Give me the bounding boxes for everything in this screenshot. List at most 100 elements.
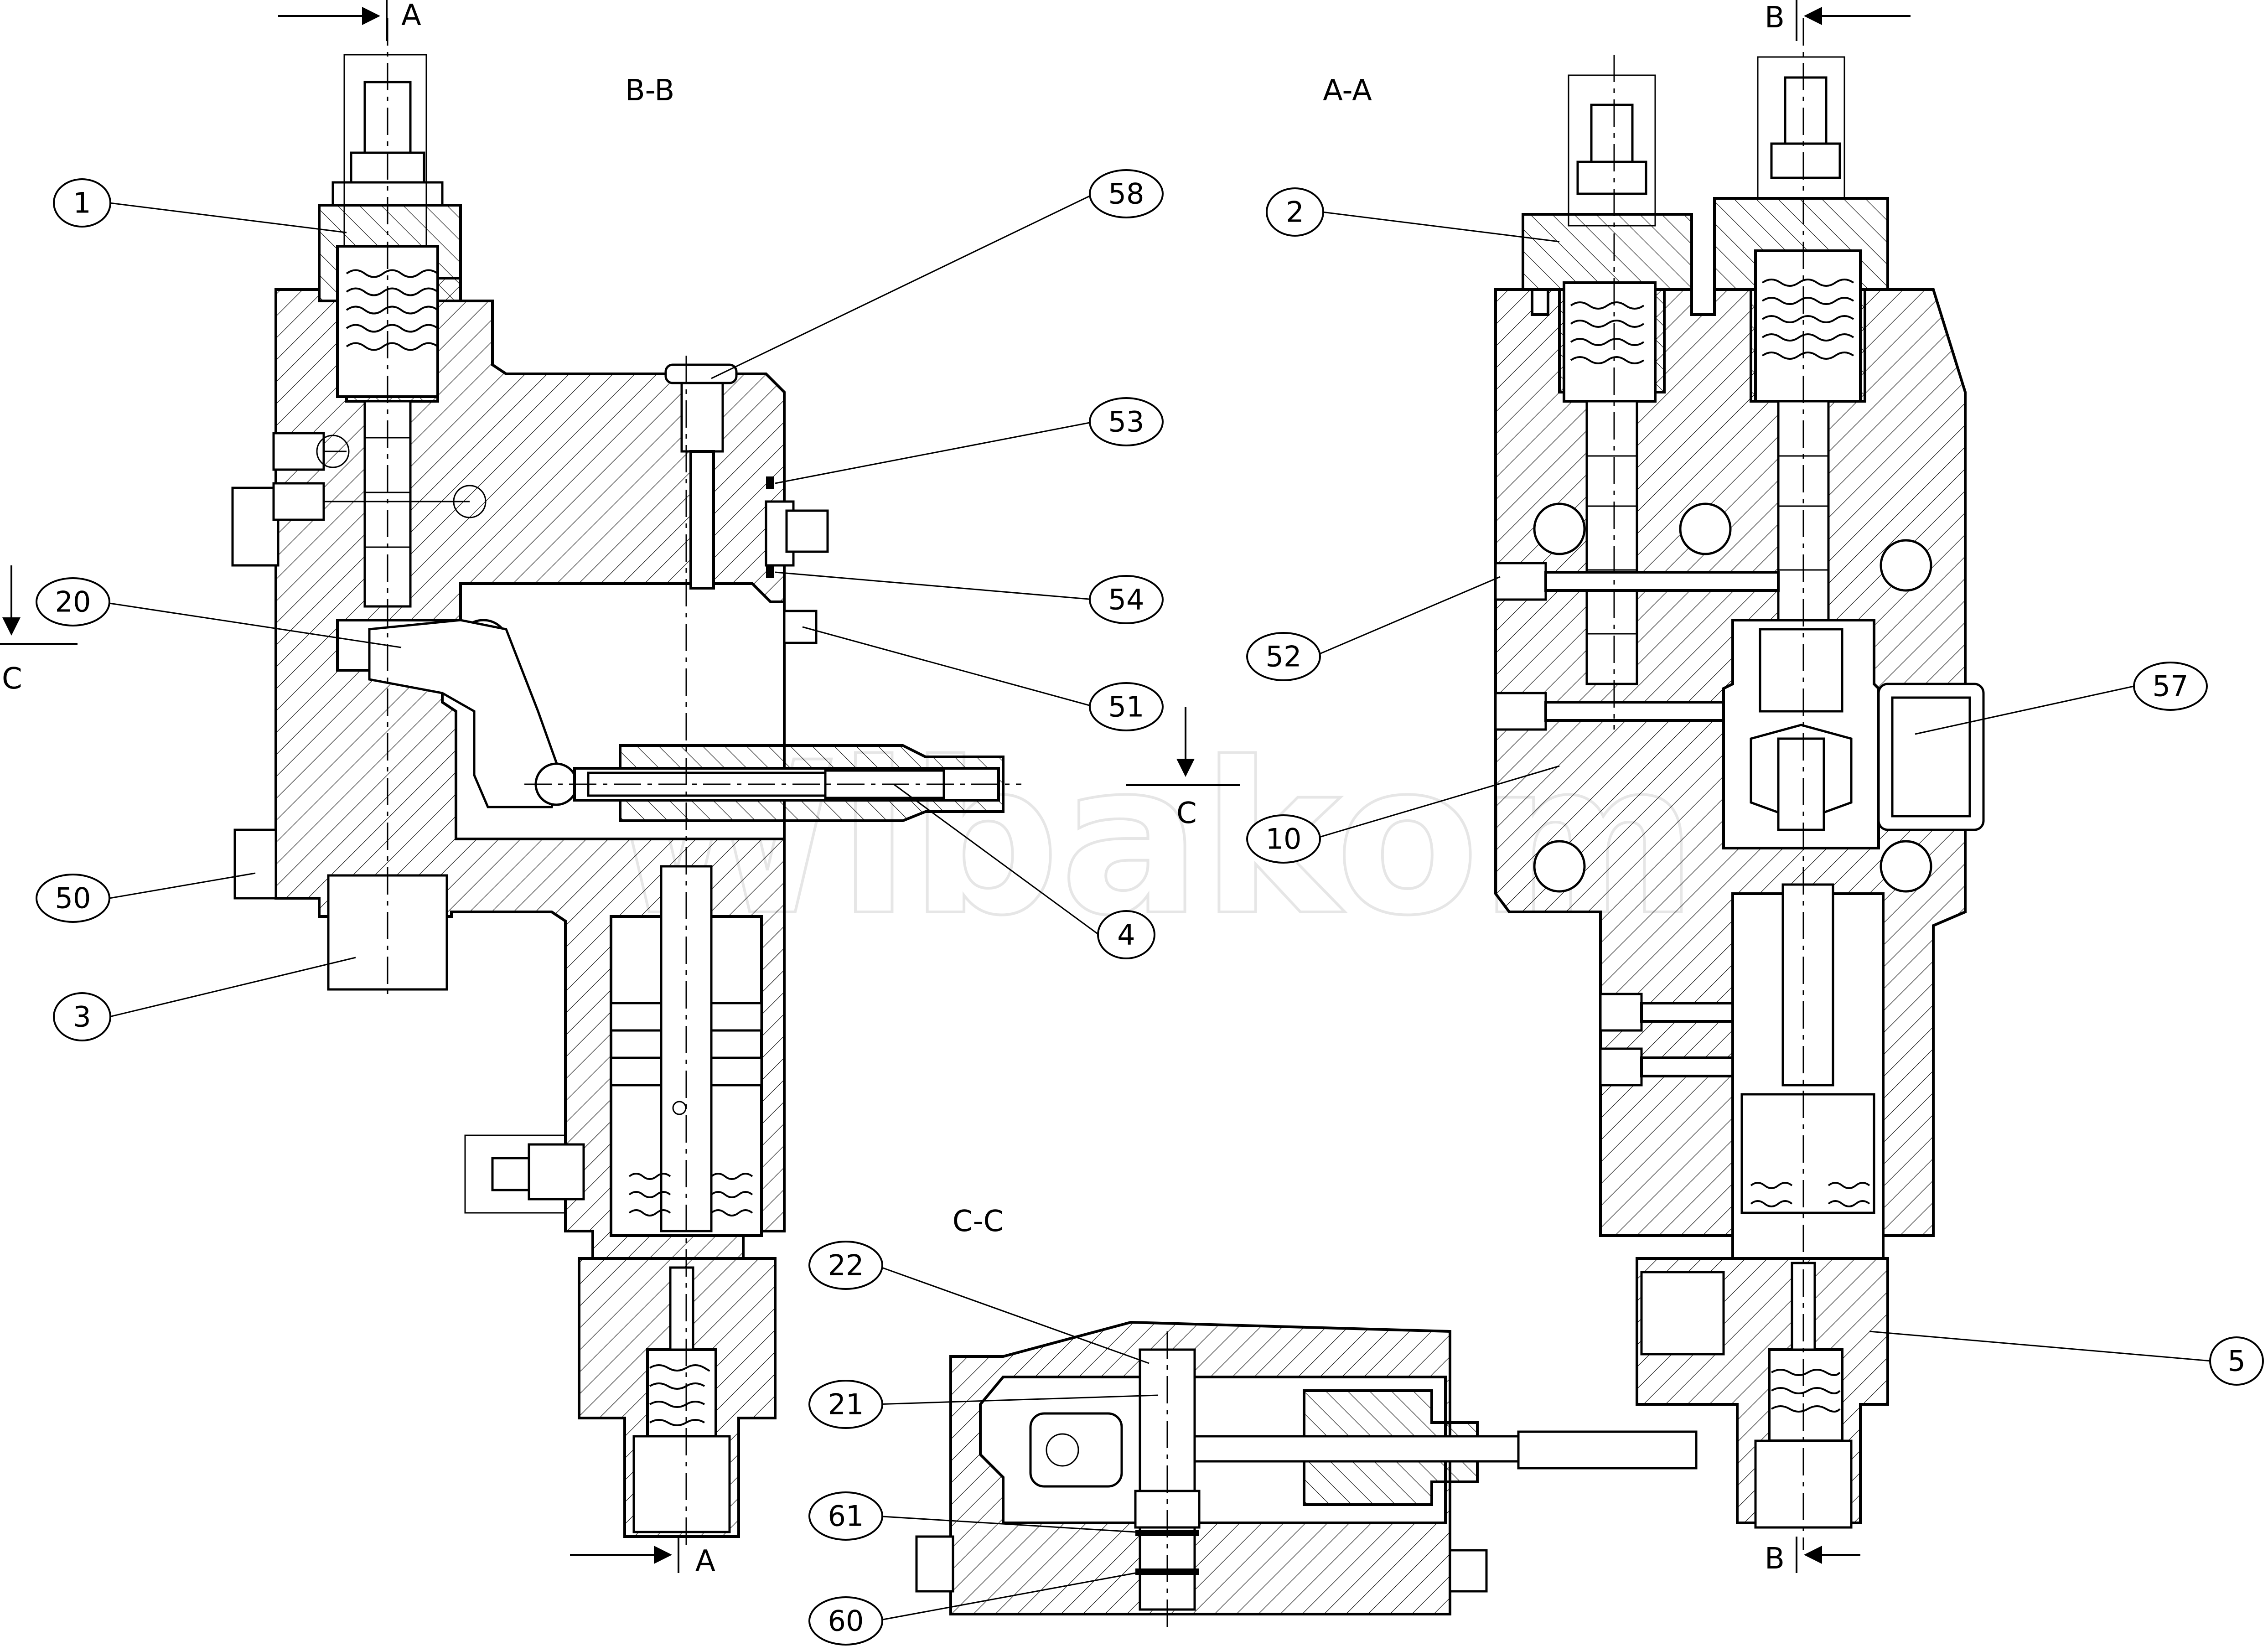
callout-60 (808, 1596, 883, 1646)
callout-3 (53, 992, 111, 1041)
plug-50 (233, 828, 277, 900)
callout-61 (808, 1491, 883, 1541)
screw-envelope-2b (1757, 56, 1845, 199)
bottom-pin (669, 1266, 694, 1351)
fitting-lower-stud (491, 1157, 530, 1191)
seal-53 (766, 476, 774, 489)
fitting-upper-left-2 (272, 482, 325, 521)
spring-chamber-2b (1754, 249, 1862, 403)
spool-lower-aa (1740, 1093, 1875, 1214)
section-mark-b-top: B (1765, 1, 1785, 35)
fitting-58 (680, 382, 724, 453)
rod-end-cc (1517, 1430, 1698, 1470)
callout-57 (2133, 662, 2208, 711)
spring-chamber-5 (1768, 1348, 1843, 1442)
passage-aa-2 (1640, 1056, 1734, 1077)
bolt-hole-2 (1679, 502, 1732, 555)
section-cc-view (915, 1320, 1698, 1632)
spool-land-4 (710, 1056, 763, 1087)
callout-54-label: 54 (1108, 583, 1144, 616)
callout-50 (36, 874, 110, 923)
callout-4 (1097, 910, 1155, 959)
bottom-plug (632, 1435, 731, 1533)
section-mark-b-bottom: B (1765, 1542, 1785, 1576)
callout-52-label: 52 (1266, 640, 1302, 673)
callout-4-label: 4 (1117, 918, 1135, 952)
fitting-aa-1 (1599, 993, 1643, 1032)
passage-aa-1 (1640, 1002, 1734, 1023)
fitting-lower-nut (528, 1143, 585, 1201)
callout-1 (53, 178, 111, 228)
callout-53-label: 53 (1108, 405, 1144, 439)
section-aa-view (1494, 18, 1985, 1550)
screw-envelope-2a (1568, 74, 1656, 227)
section-marks: A A B B C C (0, 0, 1911, 1578)
passage-mid (1544, 701, 1729, 722)
callout-10 (1246, 814, 1321, 864)
adjust-screw-2b (1784, 76, 1828, 147)
callout-20-label: 20 (55, 585, 91, 619)
lock-nut-2a (1576, 160, 1647, 195)
callout-21-label: 21 (828, 1388, 864, 1421)
callout-1-label: 1 (73, 186, 91, 220)
plug-cc-right (1449, 1549, 1488, 1593)
section-mark-c-left: C (2, 662, 22, 696)
lever-arm (368, 619, 562, 808)
callout-22 (808, 1241, 883, 1290)
callout-51-label: 51 (1108, 690, 1144, 724)
callout-61-label: 61 (828, 1500, 864, 1533)
adjust-screw-2a (1590, 104, 1634, 166)
view-title-aa: A-A (1323, 74, 1372, 108)
bolt-hole-5 (1880, 840, 1932, 893)
fitting-upper-left-1 (272, 432, 325, 471)
callout-10-label: 10 (1266, 823, 1302, 856)
callout-2 (1266, 187, 1324, 237)
callout-60-label: 60 (828, 1605, 864, 1638)
passage-52 (1544, 571, 1780, 592)
callout-52 (1246, 632, 1321, 681)
bolt-hole-1 (1533, 502, 1586, 555)
plug-58 (664, 363, 738, 384)
callout-20 (36, 577, 110, 626)
bolt-hole-3 (1880, 539, 1932, 592)
callouts: 1 20 50 3 58 53 54 51 4 22 (36, 169, 2264, 1646)
bolt-hole-4 (1533, 840, 1586, 893)
callout-2-label: 2 (1286, 196, 1304, 229)
spool-land-2 (710, 1002, 763, 1032)
section-mark-c-right: C (1176, 797, 1197, 830)
port-57-inner (1891, 696, 1971, 818)
screw-envelope-1 (343, 54, 427, 247)
callout-3-label: 3 (73, 1000, 91, 1034)
view-title-bb: B-B (625, 74, 675, 108)
callout-50-label: 50 (55, 882, 91, 915)
section-bb-view (231, 18, 1021, 1550)
callout-5-label: 5 (2227, 1345, 2245, 1378)
plug-52 (1494, 562, 1547, 601)
side-plug-upper (231, 487, 280, 567)
plug-aa-mid (1494, 692, 1547, 731)
callout-22-label: 22 (828, 1249, 864, 1282)
plug-cc-left (915, 1535, 954, 1593)
lock-nut-2b (1770, 142, 1841, 179)
lever-end-cc (1029, 1412, 1123, 1488)
callout-53 (1089, 397, 1164, 446)
fitting-aa-2 (1599, 1047, 1643, 1087)
seal-54 (766, 565, 774, 578)
callout-54 (1089, 575, 1164, 624)
check-stem-aa (1777, 737, 1825, 831)
bottom-spring-chamber (646, 1348, 717, 1438)
callout-58 (1089, 169, 1164, 218)
plug-51 (783, 610, 818, 644)
valve-poppet-aa (1759, 628, 1843, 713)
passage-58 (689, 450, 715, 590)
fitting-right-53 (785, 509, 829, 553)
callout-51 (1089, 682, 1164, 731)
callout-57-label: 57 (2153, 670, 2189, 703)
spool-land-3 (610, 1056, 663, 1087)
spool-land-1 (610, 1002, 663, 1032)
pilot-stem-2a (1585, 400, 1638, 685)
spring-chamber-2a (1563, 281, 1657, 403)
callout-21 (808, 1380, 883, 1429)
view-title-cc: C-C (953, 1205, 1004, 1238)
